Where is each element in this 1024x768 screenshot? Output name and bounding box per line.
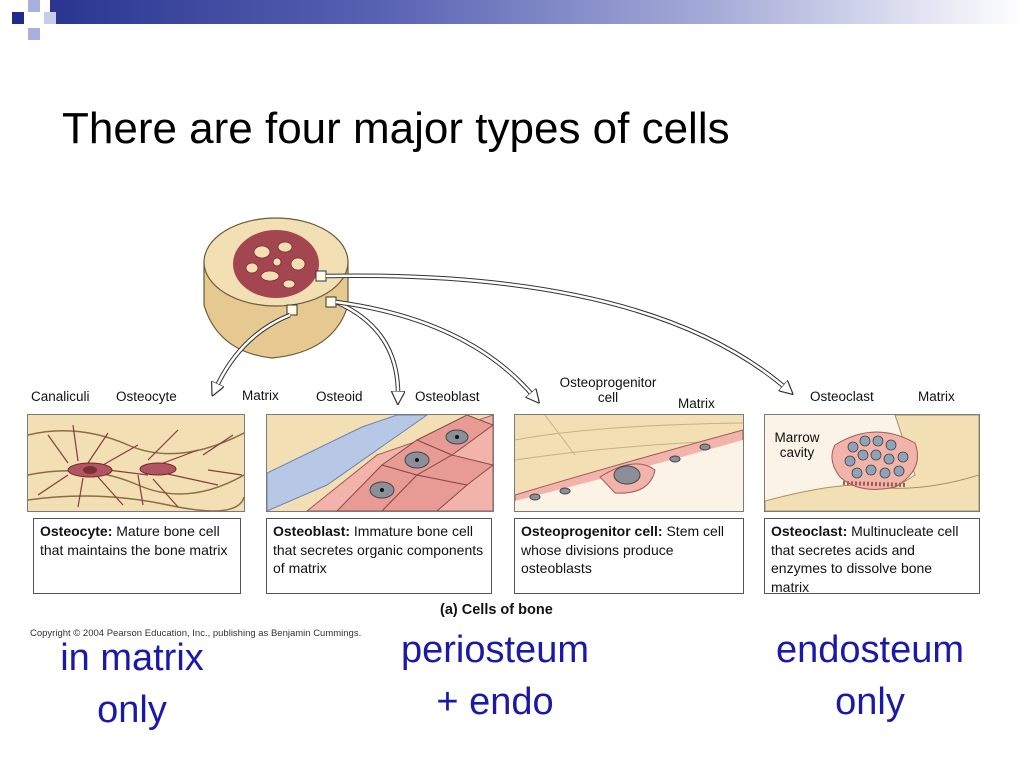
description-name: Osteoclast: [771,523,848,539]
copyright-notice: Copyright © 2004 Pearson Education, Inc.… [30,628,362,639]
description-name: Osteoprogenitor cell: [521,523,663,539]
label-osteoid: Osteoid [316,389,363,404]
panel-osteoprogenitor [514,414,744,512]
label-osteoclast: Osteoclast [810,389,874,404]
label-canaliculi: Canaliculi [31,389,90,404]
annotation-osteocyte-location: in matrix only [60,637,204,731]
description-name: Osteocyte: [40,523,113,539]
description-osteoprogenitor: Osteoprogenitor cell: Stem cell whose di… [514,518,744,594]
label-matrix: Matrix [918,389,955,404]
decorative-square [28,0,40,12]
description-name: Osteoblast: [273,523,351,539]
description-osteoblast: Osteoblast: Immature bone cell that secr… [266,518,492,594]
label-matrix: Matrix [678,396,715,411]
annotation-osteoclast-location: endosteum only [775,629,964,723]
description-osteoclast: Osteoclast: Multinucleate cell that secr… [764,518,980,595]
label-osteoblast: Osteoblast [415,389,480,404]
decorative-header-bar [50,0,1024,24]
label-marrow-cavity: Marrow cavity [774,430,820,460]
label-matrix: Matrix [242,388,279,403]
description-text: Immature bone cell that secretes organic… [273,523,484,576]
slide-title: There are four major types of cells [62,104,730,153]
panel-osteoblast [266,414,494,512]
annotation-osteoprogenitor-location: periosteum + endo [401,629,589,723]
description-osteocyte: Osteocyte: Mature bone cell that maintai… [33,518,241,594]
label-osteocyte: Osteocyte [116,389,177,404]
decorative-square [28,28,40,40]
decorative-square [12,12,24,24]
description-text: Mature bone cell that maintains the bone… [40,523,228,558]
panel-osteocyte [27,414,245,512]
label-osteoprogenitor: Osteoprogenitor cell [559,375,657,405]
panel-osteoclast [764,414,980,512]
bone-cross-section [203,217,1024,420]
description-text: Stem cell whose divisions produce osteob… [521,523,725,576]
description-text: Multinucleate cell that secretes acids a… [771,523,959,595]
decorative-square [44,12,56,24]
figure-caption: (a) Cells of bone [440,602,553,618]
